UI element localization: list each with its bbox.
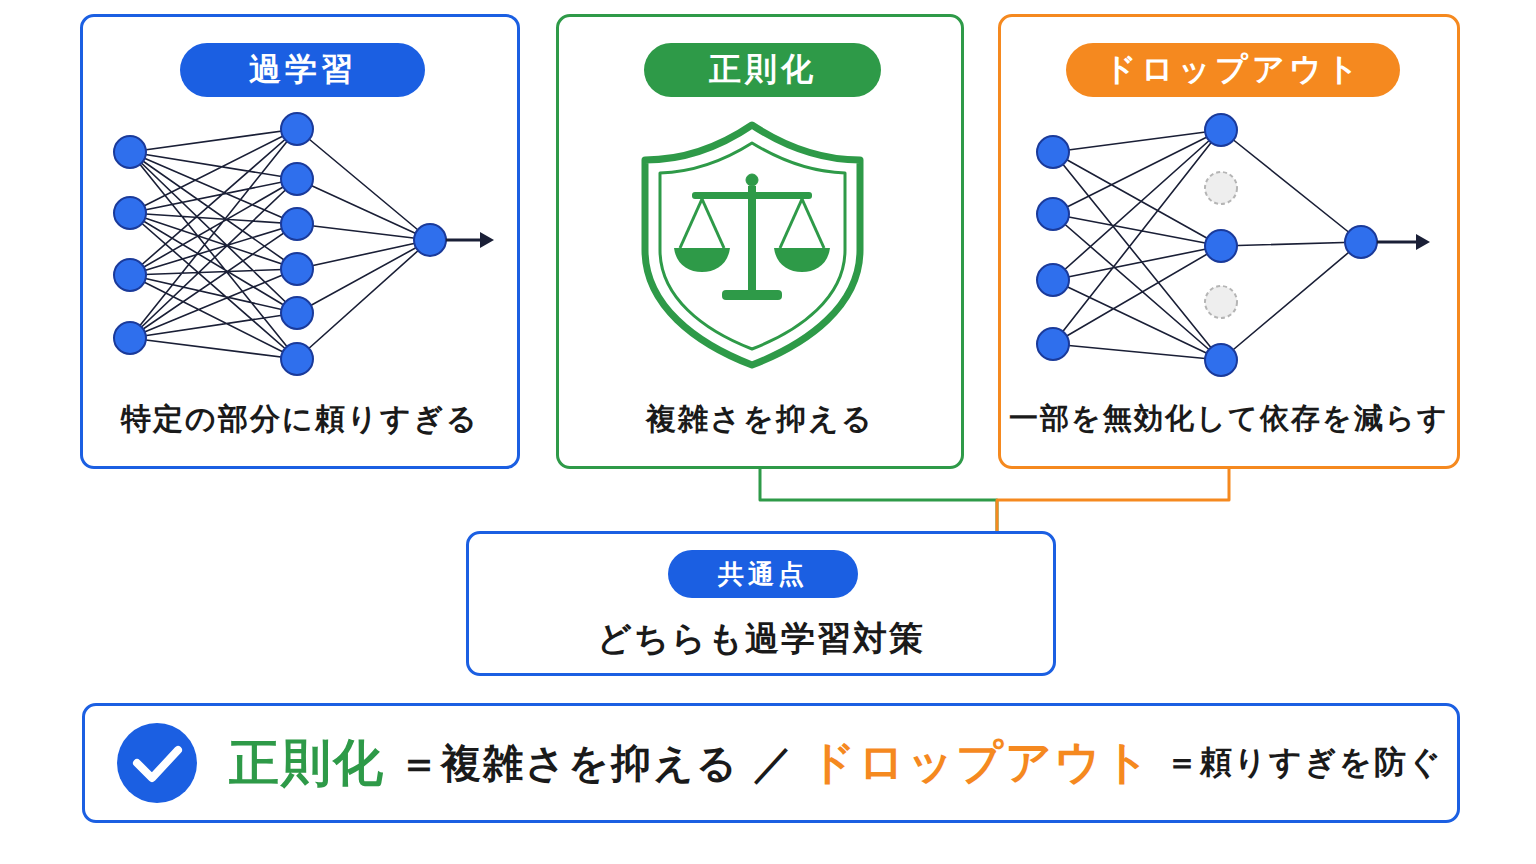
heading-pill: 共通点 (668, 550, 858, 598)
neuron (1037, 328, 1069, 360)
network-neurons (1037, 114, 1377, 376)
dropout-network (1037, 114, 1430, 376)
neuron (1205, 230, 1237, 262)
scale-string (702, 199, 724, 248)
concept-card: 正則化複雑さを抑える (556, 14, 964, 469)
neuron (114, 322, 146, 354)
neuron (281, 343, 313, 375)
summary-text: ＝複雑さを抑える (399, 736, 739, 791)
neuron (281, 297, 313, 329)
shield-outline (645, 125, 860, 365)
dense-network (114, 113, 494, 375)
card-body-text: 特定の部分に頼りすぎる (83, 399, 517, 440)
summary-box: 正則化 ＝複雑さを抑える ／ ドロップアウト ＝頼りすぎを防ぐ (82, 703, 1460, 823)
concept-card: 過学習特定の部分に頼りすぎる (80, 14, 520, 469)
heading-pill: 過学習 (180, 43, 425, 97)
output-arrow (446, 239, 482, 242)
summary-text: ドロップアウト (809, 732, 1152, 794)
neuron (1205, 344, 1237, 376)
neuron (1037, 136, 1069, 168)
scale-pan (674, 248, 730, 272)
neuron (114, 136, 146, 168)
summary-text: ／ (753, 736, 795, 791)
check-circle (117, 723, 197, 803)
card-body-text: どちらも過学習対策 (469, 616, 1053, 662)
connector-line (760, 469, 997, 531)
heading-pill: 正則化 (644, 43, 881, 97)
neuron (281, 208, 313, 240)
output-arrowhead (1416, 234, 1430, 250)
check-icon (117, 723, 197, 803)
shield-icon (645, 125, 860, 365)
neuron (114, 197, 146, 229)
network-links (1053, 130, 1361, 360)
scale-pan (774, 248, 830, 272)
network-neurons (114, 113, 446, 375)
neuron (1037, 198, 1069, 230)
neuron (1205, 114, 1237, 146)
shield-inner (660, 143, 845, 349)
scale-knob (746, 174, 758, 186)
dropped-neuron (1205, 172, 1237, 204)
summary-row: 正則化 ＝複雑さを抑える ／ ドロップアウト ＝頼りすぎを防ぐ (85, 706, 1457, 820)
scale-string (802, 199, 824, 248)
connector (760, 469, 997, 531)
balance-scale (674, 174, 830, 300)
concept-card: 共通点どちらも過学習対策 (466, 531, 1056, 676)
neuron (414, 224, 446, 256)
card-body-text: 複雑さを抑える (559, 399, 961, 440)
summary-text: ＝頼りすぎを防ぐ (1166, 741, 1443, 785)
heading-pill: ドロップアウト (1066, 43, 1400, 97)
summary-text: 正則化 (229, 730, 385, 797)
scale-pole (748, 186, 756, 290)
neuron (114, 259, 146, 291)
neuron (281, 253, 313, 285)
neuron (281, 113, 313, 145)
neuron (1345, 226, 1377, 258)
scale-string (780, 199, 802, 248)
neuron (1037, 264, 1069, 296)
card-body-text: 一部を無効化して依存を減らす (1001, 399, 1457, 439)
scale-base (722, 290, 782, 300)
output-arrowhead (480, 232, 494, 248)
check-mark (137, 750, 178, 778)
network-links (130, 129, 430, 359)
neuron (281, 163, 313, 195)
connector (997, 469, 1229, 531)
dropped-neuron (1205, 286, 1237, 318)
connector-line (997, 469, 1229, 531)
output-arrow (1377, 241, 1418, 244)
concept-card: ドロップアウト一部を無効化して依存を減らす (998, 14, 1460, 469)
scale-beam (692, 192, 812, 199)
scale-string (680, 199, 702, 248)
